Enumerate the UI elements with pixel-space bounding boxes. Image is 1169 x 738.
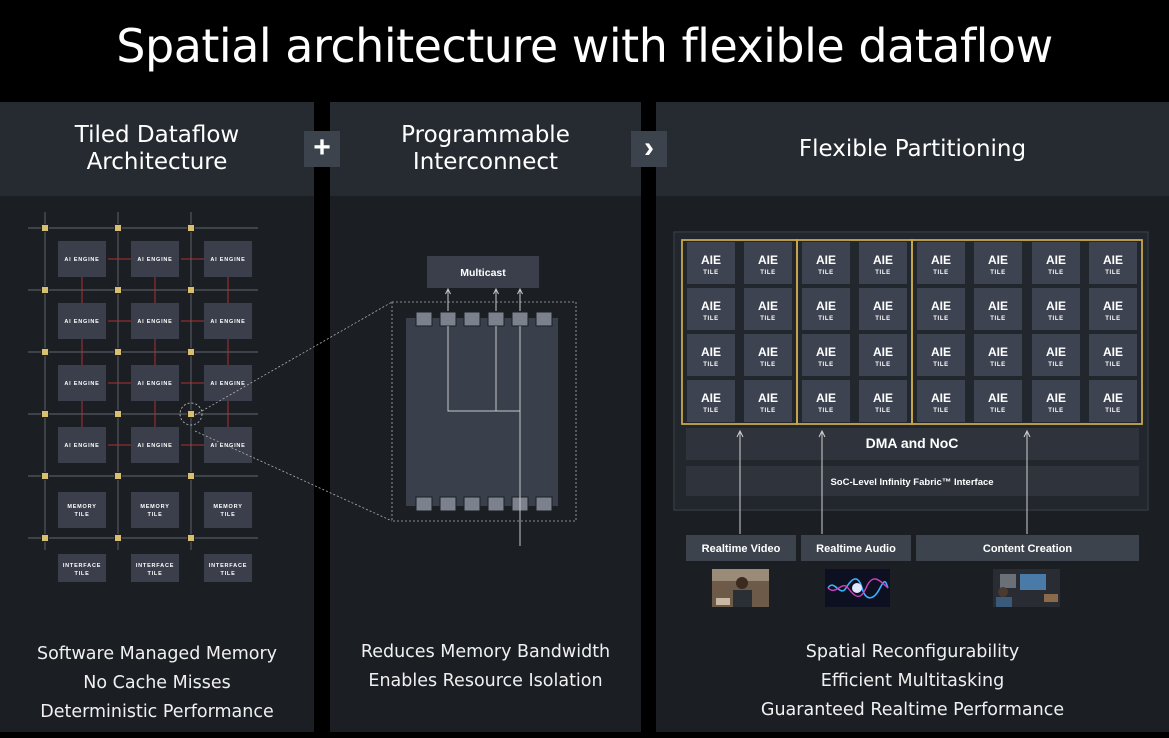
ai-engine-tile [131, 303, 179, 339]
footer-line: Deterministic Performance [40, 702, 274, 722]
switch-node [187, 348, 195, 356]
interface-tile-label: INTERFACE [209, 563, 247, 569]
heading-text: Tiled Dataflow Architecture [74, 122, 240, 175]
ai-engine-label: AI ENGINE [64, 381, 99, 387]
switch-node [114, 472, 122, 480]
ai-engine-tile [131, 241, 179, 277]
panel-footer: Software Managed Memory No Cache Misses … [0, 640, 314, 727]
footer-line: Enables Resource Isolation [368, 671, 603, 691]
interface-tile-label: TILE [74, 571, 89, 577]
interface-tile [204, 554, 252, 582]
ai-engine-label: AI ENGINE [137, 319, 172, 325]
ai-engine-label: AI ENGINE [137, 257, 172, 263]
switch-node [41, 534, 49, 542]
memory-tile-label: TILE [74, 512, 89, 518]
panel-heading: Programmable Interconnect [330, 102, 641, 196]
plus-connector: + [304, 131, 340, 167]
interface-tile-label: TILE [147, 571, 162, 577]
memory-tile-label: MEMORY [213, 504, 242, 510]
switch-node [187, 224, 195, 232]
ai-engine-tile [58, 303, 106, 339]
heading-text: Programmable Interconnect [401, 122, 570, 175]
interface-tile-label: TILE [220, 571, 235, 577]
memory-tile-label: MEMORY [67, 504, 96, 510]
panel-footer: Spatial Reconfigurability Efficient Mult… [656, 638, 1169, 725]
switch-node [41, 410, 49, 418]
ai-engine-label: AI ENGINE [64, 257, 99, 263]
switch-node [187, 534, 195, 542]
memory-tile-label: MEMORY [140, 504, 169, 510]
switch-node [187, 472, 195, 480]
footer-line: Software Managed Memory [36, 644, 278, 664]
chevron-right-connector: › [631, 131, 667, 167]
ai-engine-label: AI ENGINE [210, 381, 245, 387]
ai-engine-label: AI ENGINE [210, 257, 245, 263]
ai-engine-label: AI ENGINE [210, 319, 245, 325]
switch-node [187, 410, 195, 418]
slide-title: Spatial architecture with flexible dataf… [116, 19, 1053, 73]
ai-engine-label: AI ENGINE [64, 443, 99, 449]
footer-line: Guaranteed Realtime Performance [760, 700, 1065, 720]
panel-flexible-partitioning: Flexible Partitioning Spatial Reconfigur… [656, 102, 1169, 732]
memory-tile-label: TILE [147, 512, 162, 518]
switch-node [41, 286, 49, 294]
switch-node [114, 286, 122, 294]
switch-node [114, 534, 122, 542]
switch-node [114, 410, 122, 418]
ai-engine-tile [131, 427, 179, 463]
footer-line: Reduces Memory Bandwidth [360, 642, 611, 662]
ai-engine-tile [58, 241, 106, 277]
heading-text: Flexible Partitioning [798, 135, 1027, 162]
grid-group: AI ENGINE AI ENGINE AI ENGINE AI ENGINE AI E… [28, 212, 258, 582]
memory-tile-label: TILE [220, 512, 235, 518]
ai-engine-label: AI ENGINE [210, 443, 245, 449]
ai-engine-tile [131, 365, 179, 401]
ai-engine-label: AI ENGINE [64, 319, 99, 325]
footer-line: Spatial Reconfigurability [805, 642, 1020, 662]
switch-node [41, 472, 49, 480]
switch-node [41, 348, 49, 356]
panel-heading: Tiled Dataflow Architecture [0, 102, 314, 196]
ai-engine-tile [204, 241, 252, 277]
ai-engine-label: AI ENGINE [137, 443, 172, 449]
switch-node [41, 224, 49, 232]
interface-tile-label: INTERFACE [136, 563, 174, 569]
ai-engine-tile [58, 365, 106, 401]
memory-tile [131, 492, 179, 528]
memory-tile [204, 492, 252, 528]
interface-tile-label: INTERFACE [63, 563, 101, 569]
ai-engine-label: AI ENGINE [137, 381, 172, 387]
panel-footer: Reduces Memory Bandwidth Enables Resourc… [330, 638, 641, 696]
interface-tile [131, 554, 179, 582]
interface-tile [58, 554, 106, 582]
tiled-architecture-diagram: AI ENGINE AI ENGINE AI ENGINE AI ENGINE AI E… [28, 212, 258, 582]
switch-node [114, 224, 122, 232]
switch-node [187, 286, 195, 294]
switch-node [114, 348, 122, 356]
ai-engine-tile [58, 427, 106, 463]
panel-heading: Flexible Partitioning [656, 102, 1169, 196]
panel-programmable-interconnect: Programmable Interconnect Reduces Memory… [330, 102, 641, 732]
memory-tile [58, 492, 106, 528]
footer-line: No Cache Misses [83, 673, 231, 693]
footer-line: Efficient Multitasking [820, 671, 1005, 691]
